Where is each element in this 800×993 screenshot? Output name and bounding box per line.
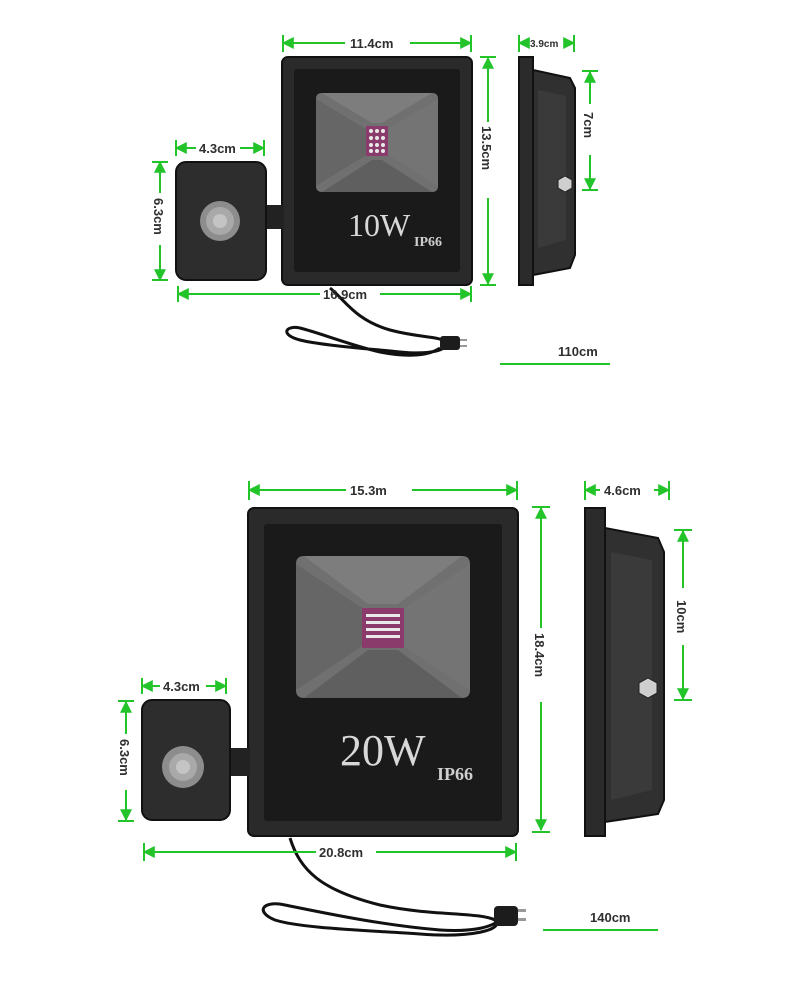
rating-label: IP66 (437, 764, 473, 784)
dimension-lines (152, 35, 610, 365)
side-height-label: 7cm (581, 112, 596, 138)
width-label: 15.3m (350, 483, 387, 498)
total-width-label: 20.8cm (319, 845, 363, 860)
cable-length-label: 110cm (558, 344, 598, 359)
side-height-label: 10cm (674, 600, 689, 633)
height-label: 13.5cm (479, 126, 494, 170)
bolt-icon (638, 677, 658, 699)
width-label: 11.4cm (350, 36, 393, 51)
side-view (584, 507, 665, 837)
product-10w: 10W IP66 (151, 35, 610, 365)
led-chip (366, 126, 388, 156)
power-cable (285, 286, 448, 357)
power-cable (261, 837, 501, 937)
height-label: 18.4cm (532, 633, 547, 677)
power-plug-icon (440, 336, 467, 350)
power-label: 20W (340, 726, 426, 775)
cable-length-label: 140cm (590, 910, 630, 925)
power-label: 10W (348, 207, 411, 243)
power-plug-icon (494, 906, 526, 926)
sensor-width-label: 4.3cm (199, 141, 236, 156)
sensor-arm (262, 205, 284, 229)
depth-label: 4.6cm (604, 483, 641, 498)
side-view (518, 56, 576, 286)
total-width-label: 16.9cm (323, 287, 367, 302)
depth-label: 3.9cm (530, 39, 558, 50)
lens (316, 93, 438, 192)
product-20w: 20W IP66 (117, 481, 692, 937)
rating-label: IP66 (414, 235, 442, 250)
sensor-width-label: 4.3cm (163, 679, 200, 694)
sensor-height-label: 6.3cm (151, 198, 166, 235)
dimension-lines (118, 481, 692, 931)
sensor-height-label: 6.3cm (117, 739, 132, 776)
lens (296, 556, 470, 698)
bolt-icon (557, 175, 573, 193)
